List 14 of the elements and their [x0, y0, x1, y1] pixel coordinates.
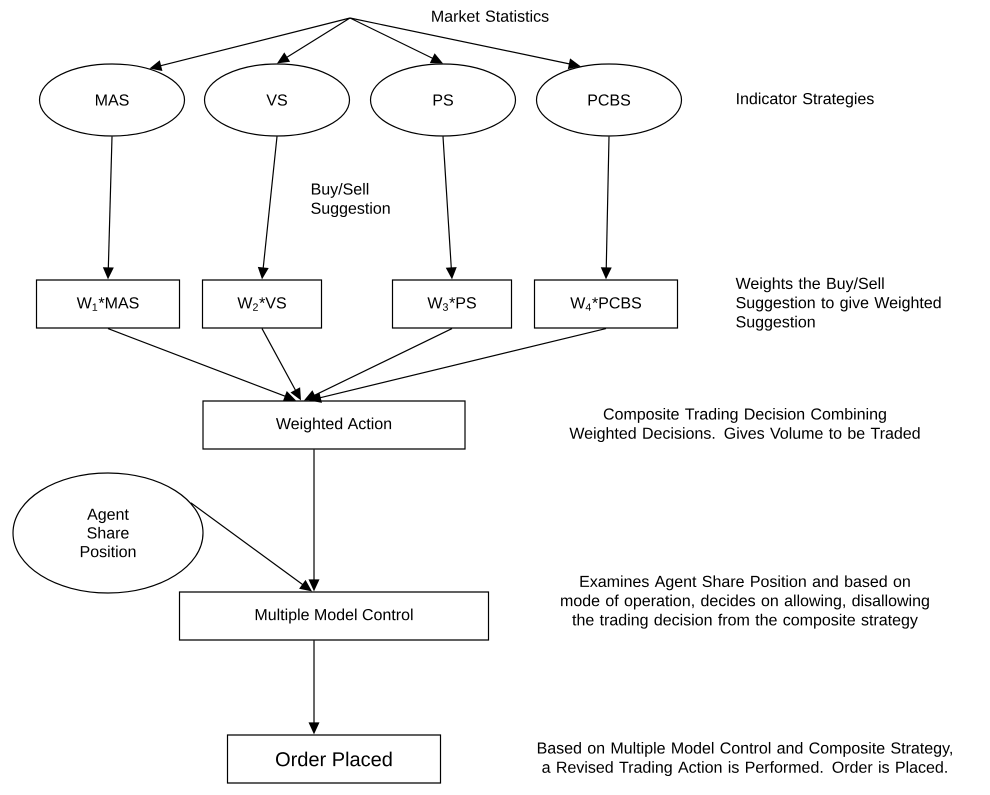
- process-box: Multiple Model Control: [178, 591, 490, 641]
- annotation-text: Weights the Buy/Sell Suggestion to give Weighted Suggestion: [736, 277, 941, 331]
- process-box: Weighted Action: [202, 400, 466, 450]
- process-box: W$_{1}$*MAS: [36, 279, 180, 329]
- annotation-text: Composite Trading Decision Combining Weighted Decisions. Gives Volume to be Traded: [569, 408, 920, 442]
- annotation-text: Market Statistics: [432, 10, 549, 22]
- annotation-text: Indicator Strategies: [737, 92, 874, 108]
- process-box: W$_{4}$*PCBS: [534, 279, 678, 329]
- process-box: W$_{2}$*VS: [202, 279, 322, 329]
- annotation-text: Examines Agent Share Position and based on mode of operation, decides on allowing, disallowing the trading decision from the composite strategy: [561, 575, 929, 629]
- process-box: Order Placed: [226, 734, 442, 784]
- process-box: W$_{3}$*PS: [392, 279, 512, 329]
- annotation-text: Buy/Sell Suggestion: [311, 182, 390, 218]
- annotation-text: Based on Multiple Model Control and Composite Strategy, a Revised Trading Action is Performed. Order is Placed.: [538, 742, 952, 776]
